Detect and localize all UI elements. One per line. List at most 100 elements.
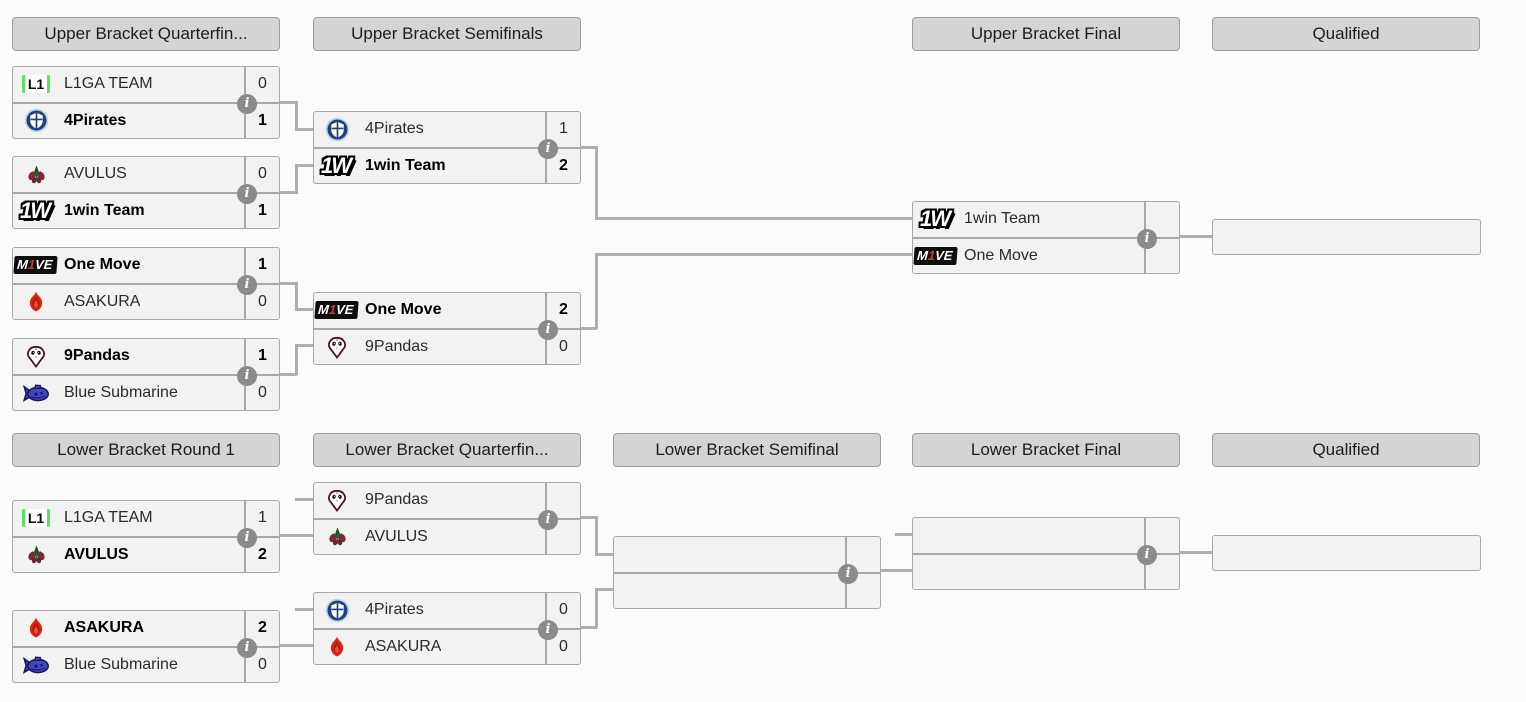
team-row[interactable]: L1 L1GA TEAM 1: [13, 501, 279, 536]
team-name[interactable]: One Move: [964, 246, 1038, 264]
team-name[interactable]: 4Pirates: [365, 601, 424, 619]
match-info-icon[interactable]: i: [1137, 228, 1157, 249]
match-info-icon[interactable]: i: [538, 619, 558, 640]
connector-line: [879, 569, 913, 572]
team-row[interactable]: 1W 1win Team: [913, 202, 1179, 237]
team-row[interactable]: 4Pirates 1: [13, 101, 279, 138]
team-name[interactable]: 9Pandas: [365, 491, 429, 509]
team-row[interactable]: 9Pandas 0: [314, 327, 580, 364]
connector-line: [595, 588, 614, 591]
team-score: 0: [244, 375, 279, 410]
team-row[interactable]: M1VE One Move 1: [13, 248, 279, 283]
match-info-icon[interactable]: i: [237, 365, 257, 386]
team-row[interactable]: ASAKURA 2: [13, 611, 279, 646]
connector-line: [295, 308, 313, 311]
team-row[interactable]: 9Pandas: [314, 483, 580, 518]
team-row[interactable]: 1W 1win Team 1: [13, 191, 279, 228]
connector-line: [279, 534, 314, 537]
connector-line: [279, 644, 314, 647]
team-row[interactable]: L1 L1GA TEAM 0: [13, 67, 279, 102]
match-info-icon[interactable]: i: [237, 274, 257, 295]
team-row[interactable]: ASAKURA 0: [314, 627, 580, 664]
match-info-icon[interactable]: i: [1137, 544, 1157, 565]
header-upper-bracket-final: Upper Bracket Final: [912, 17, 1180, 51]
team-name[interactable]: 9Pandas: [365, 337, 429, 355]
team-score: 1: [545, 112, 580, 147]
connector-line: [295, 128, 313, 131]
team-row[interactable]: AVULUS 2: [13, 535, 279, 572]
team-row[interactable]: [614, 571, 880, 608]
team-row[interactable]: [913, 518, 1179, 553]
avulus-logo-icon: [13, 543, 59, 566]
match-info-icon[interactable]: i: [237, 637, 257, 658]
one-move-logo-icon: M1VE: [314, 301, 360, 320]
team-name[interactable]: Blue Submarine: [64, 383, 178, 401]
team-score: [1144, 554, 1179, 589]
team-score: 0: [244, 157, 279, 192]
team-row[interactable]: AVULUS: [314, 517, 580, 554]
team-name[interactable]: 4Pirates: [365, 120, 424, 138]
match-info-icon[interactable]: i: [538, 138, 558, 159]
header-upper-bracket-quarterfinals: Upper Bracket Quarterfin...: [12, 17, 280, 51]
match-info-icon[interactable]: i: [538, 509, 558, 530]
team-name[interactable]: One Move: [64, 256, 141, 274]
team-name[interactable]: ASAKURA: [365, 637, 442, 655]
team-name[interactable]: 1win Team: [365, 156, 446, 174]
blue-submarine-logo-icon: [13, 653, 59, 677]
team-row[interactable]: [614, 537, 880, 572]
match-info-icon[interactable]: i: [237, 183, 257, 204]
team-row[interactable]: AVULUS 0: [13, 157, 279, 192]
connector-line: [295, 608, 314, 611]
9pandas-logo-icon: [314, 488, 360, 512]
team-name[interactable]: One Move: [365, 301, 442, 319]
9pandas-logo-icon: [13, 344, 59, 368]
team-row[interactable]: M1VE One Move: [913, 236, 1179, 273]
team-name[interactable]: L1GA TEAM: [64, 75, 153, 93]
match-ub-quarterfinal-1: L1 L1GA TEAM 0 4Pirates 1 i: [12, 66, 280, 139]
team-name[interactable]: 1win Team: [64, 201, 145, 219]
header-lower-bracket-round1: Lower Bracket Round 1: [12, 433, 280, 467]
header-lower-bracket-semifinal: Lower Bracket Semifinal: [613, 433, 881, 467]
match-info-icon[interactable]: i: [838, 563, 858, 584]
connector-line: [1179, 551, 1213, 554]
team-name[interactable]: Blue Submarine: [64, 655, 178, 673]
match-lb-final: i: [912, 517, 1180, 590]
team-name[interactable]: ASAKURA: [64, 619, 144, 637]
team-row[interactable]: [913, 552, 1179, 589]
team-name[interactable]: L1GA TEAM: [64, 509, 153, 527]
team-name[interactable]: AVULUS: [64, 545, 129, 563]
team-row[interactable]: 4Pirates 0: [314, 593, 580, 628]
team-row[interactable]: 1W 1win Team 2: [314, 146, 580, 183]
team-score: [845, 537, 880, 572]
avulus-logo-icon: [13, 163, 59, 186]
connector-line: [579, 327, 597, 330]
team-row[interactable]: 9Pandas 1: [13, 339, 279, 374]
team-name[interactable]: ASAKURA: [64, 292, 141, 310]
asakura-logo-icon: [13, 616, 59, 640]
team-name[interactable]: AVULUS: [365, 527, 428, 545]
team-row[interactable]: ASAKURA 0: [13, 282, 279, 319]
header-lower-bracket-final: Lower Bracket Final: [912, 433, 1180, 467]
team-row[interactable]: M1VE One Move 2: [314, 293, 580, 328]
team-row[interactable]: 4Pirates 1: [314, 112, 580, 147]
team-name[interactable]: 1win Team: [964, 210, 1041, 228]
match-info-icon[interactable]: i: [237, 527, 257, 548]
connector-line: [579, 146, 597, 149]
team-name[interactable]: 9Pandas: [64, 347, 130, 365]
connector-line: [295, 164, 298, 194]
team-name[interactable]: AVULUS: [64, 165, 127, 183]
team-row[interactable]: Blue Submarine 0: [13, 645, 279, 682]
9pandas-logo-icon: [314, 335, 360, 359]
team-score: 1: [244, 248, 279, 283]
team-score: [545, 519, 580, 554]
connector-line: [279, 373, 297, 376]
team-row[interactable]: Blue Submarine 0: [13, 373, 279, 410]
match-info-icon[interactable]: i: [237, 93, 257, 114]
team-score: 1: [244, 501, 279, 536]
match-info-icon[interactable]: i: [538, 319, 558, 340]
team-score: 1: [244, 193, 279, 228]
header-qualified-upper: Qualified: [1212, 17, 1480, 51]
qualified-slot-upper: [1212, 219, 1481, 255]
team-name[interactable]: 4Pirates: [64, 111, 127, 129]
connector-line: [295, 344, 313, 347]
